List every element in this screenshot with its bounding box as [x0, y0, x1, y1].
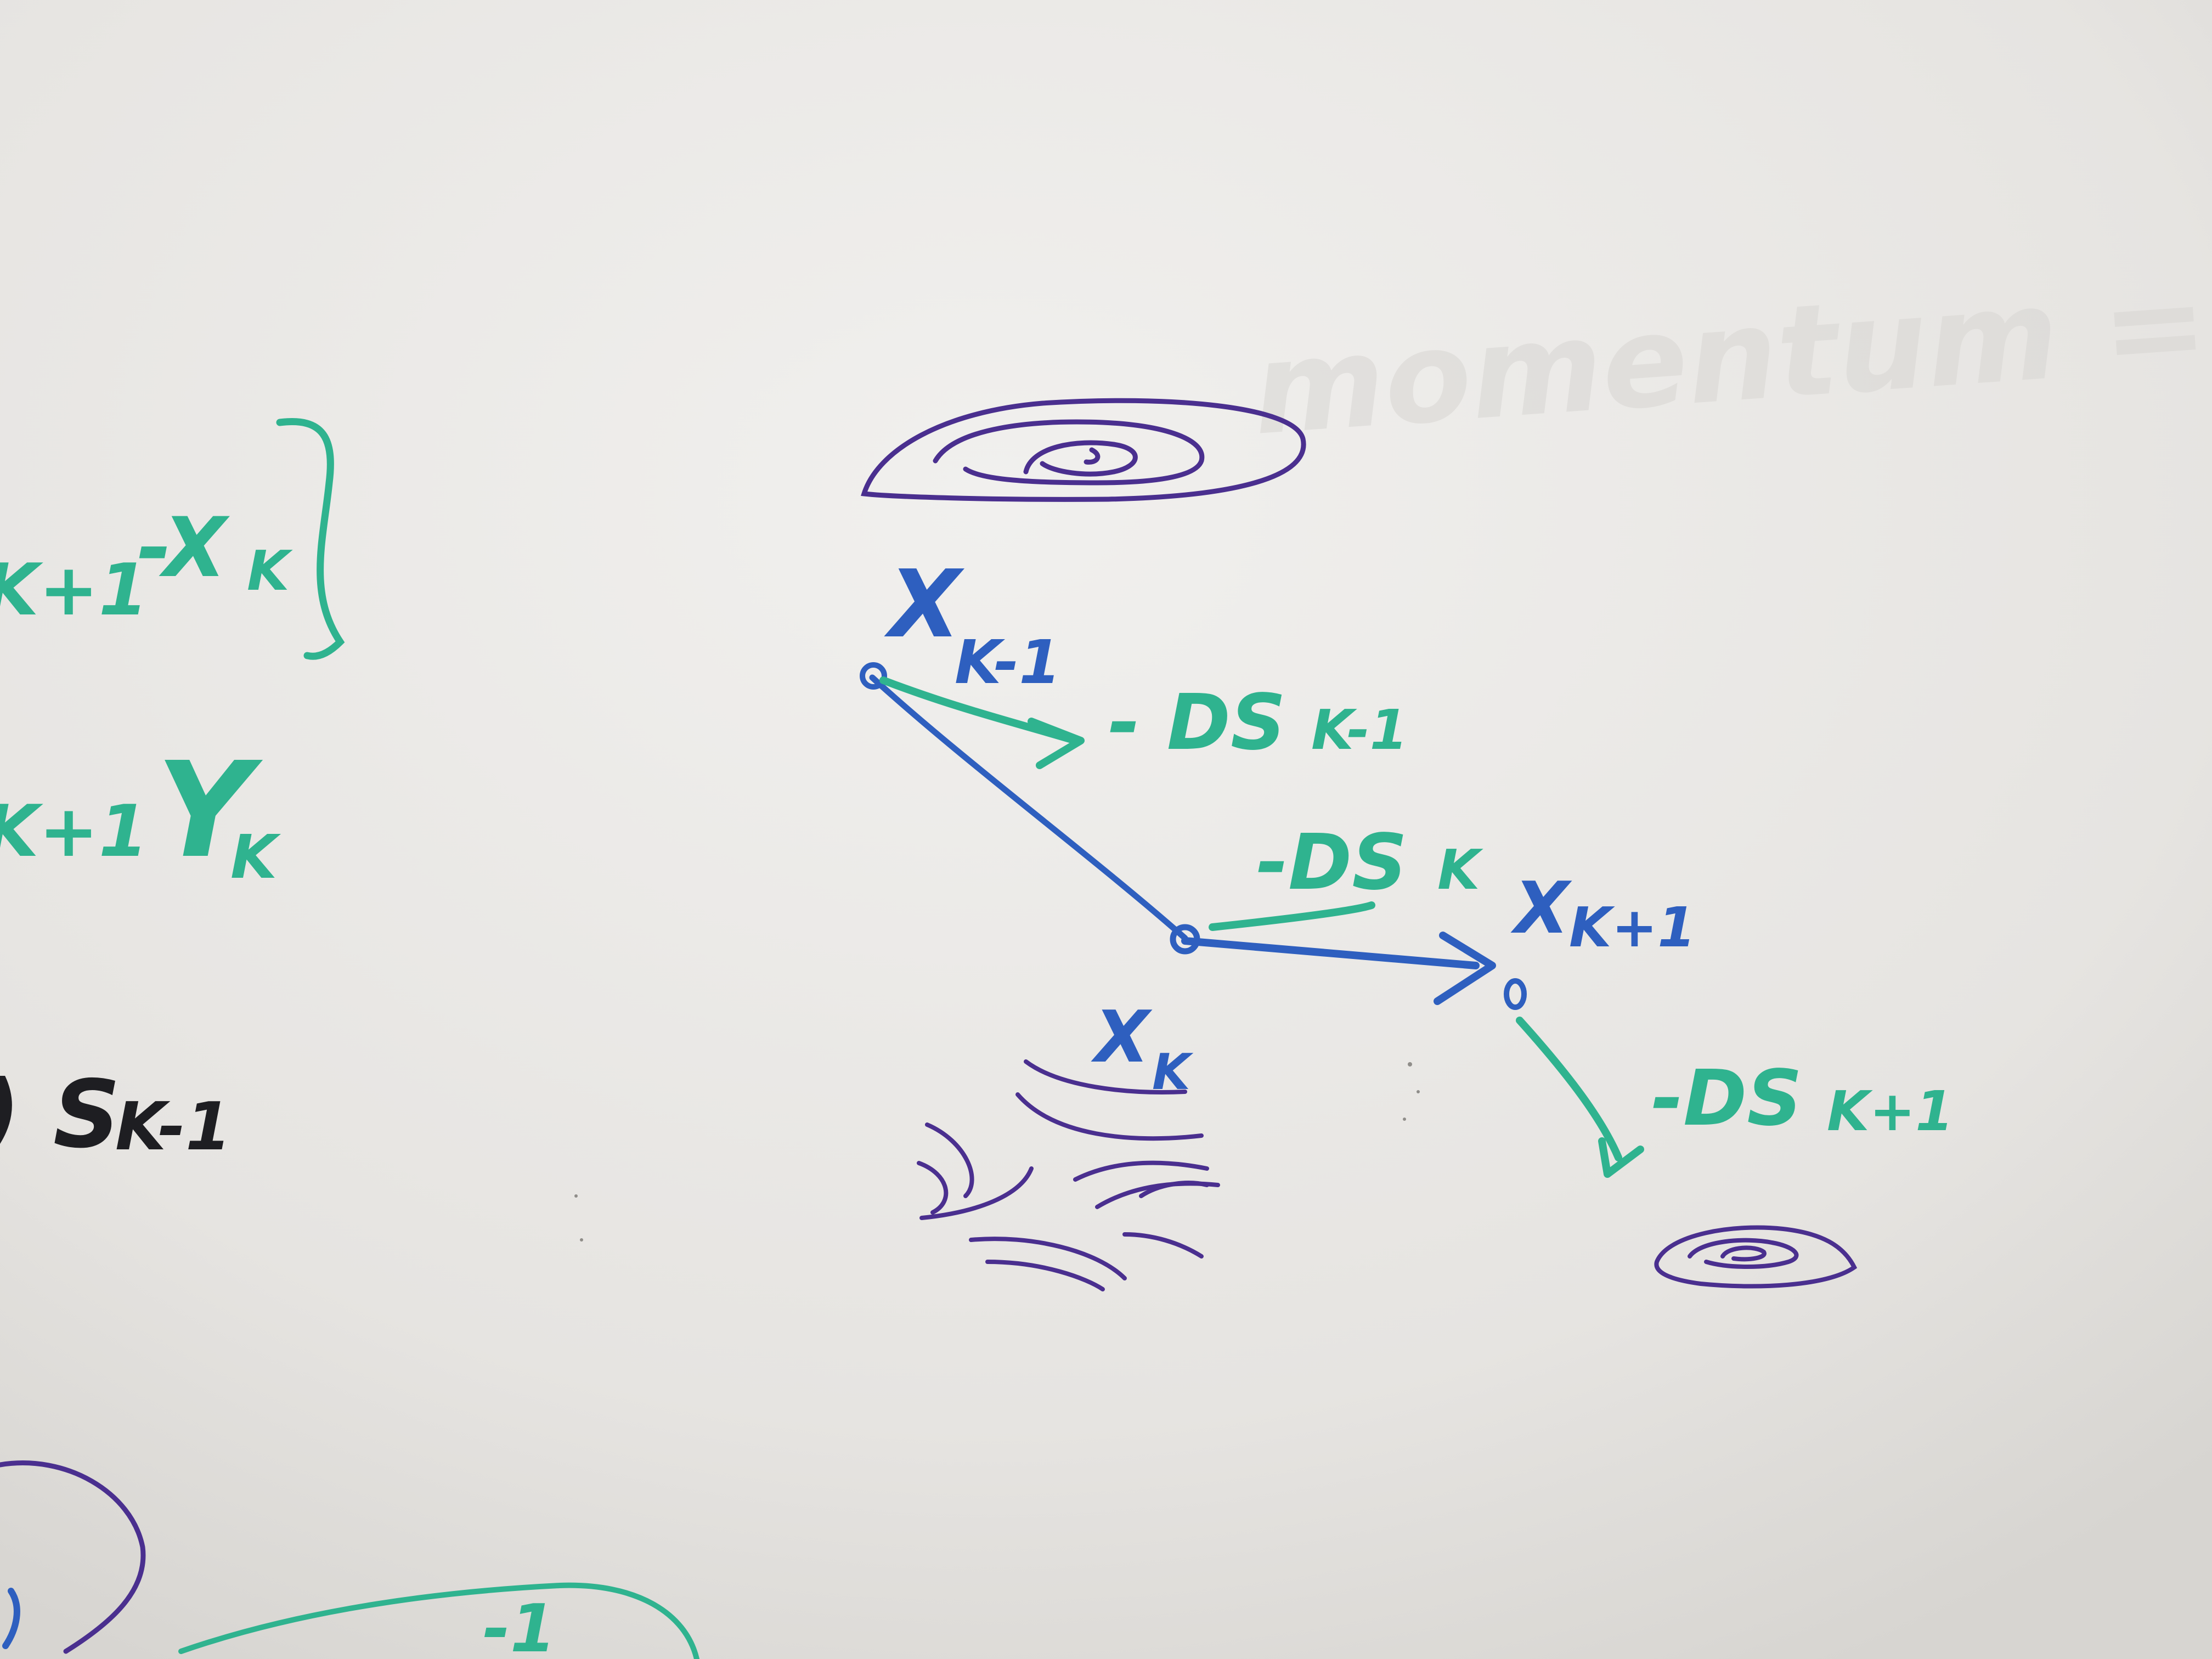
label-x-k+1-sub: K+1: [1569, 895, 1696, 960]
arrowhead-ds-k-1: [1028, 718, 1085, 769]
segment-k-1-to-k: [869, 674, 1188, 941]
bottom-fragments: -1: [0, 1460, 699, 1659]
label-ds-k-1: - DS: [1108, 678, 1286, 768]
segment-k-to-k+1: [1181, 937, 1480, 969]
arrow-ds-k+1: [1516, 1017, 1622, 1161]
label-ds-k+1-sub: K+1: [1827, 1079, 1954, 1143]
left-row3-black-sub: K-1: [115, 1089, 231, 1165]
arrowhead-ds-k+1: [1598, 1137, 1644, 1178]
label-x-k-sub: K: [1152, 1043, 1194, 1101]
label-ds-k+1: -DS: [1651, 1054, 1802, 1143]
left-row3-black: ) S: [0, 1060, 120, 1169]
bottom-purple-curve: [0, 1460, 146, 1654]
left-row1-a: K+1: [0, 548, 148, 631]
optimization-path: [860, 662, 1527, 1010]
left-row2-b-sub: K: [230, 822, 281, 892]
point-x-k+1: [1504, 978, 1527, 1010]
gradient-arrows: [879, 676, 1644, 1178]
point-x-k-1: [860, 662, 887, 690]
left-row2-b: Y: [156, 733, 263, 887]
left-fragments: K+1 -X K K+1 Y K ) S K-1: [0, 418, 345, 1169]
center-labels: X K-1 - DS K-1 -DS K X K+1 X K -DS K+1: [884, 550, 1954, 1143]
bottom-blue-mark: [2, 1588, 20, 1649]
left-row2-a: K+1: [0, 789, 148, 873]
left-bracket: [276, 418, 345, 660]
arrow-ds-k: [1209, 901, 1375, 931]
spiral-bottom-right: [1654, 1225, 1858, 1289]
point-x-k: [1170, 924, 1200, 955]
arrowhead-k+1: [1434, 932, 1496, 1005]
label-x-k: X: [1091, 995, 1153, 1079]
label-ds-k-sub: K: [1437, 838, 1483, 902]
left-row1-b-sub: K: [247, 539, 293, 603]
arrow-ds-k-1: [879, 676, 1079, 744]
spiral-top: [861, 398, 1306, 502]
saddle-contours: [917, 1059, 1220, 1291]
label-ds-k: -DS: [1256, 818, 1407, 907]
label-x-k+1: X: [1510, 866, 1572, 950]
bottom-teal-curve: [178, 1582, 699, 1659]
label-x-k-1: X: [884, 550, 965, 659]
label-ds-k-1-sub: K-1: [1311, 698, 1408, 762]
left-row1-b: -X: [137, 500, 230, 596]
bottom-teal-label: -1: [483, 1591, 556, 1659]
label-x-k-1-sub: K-1: [955, 627, 1061, 697]
marker-specks: [574, 1062, 1420, 1242]
